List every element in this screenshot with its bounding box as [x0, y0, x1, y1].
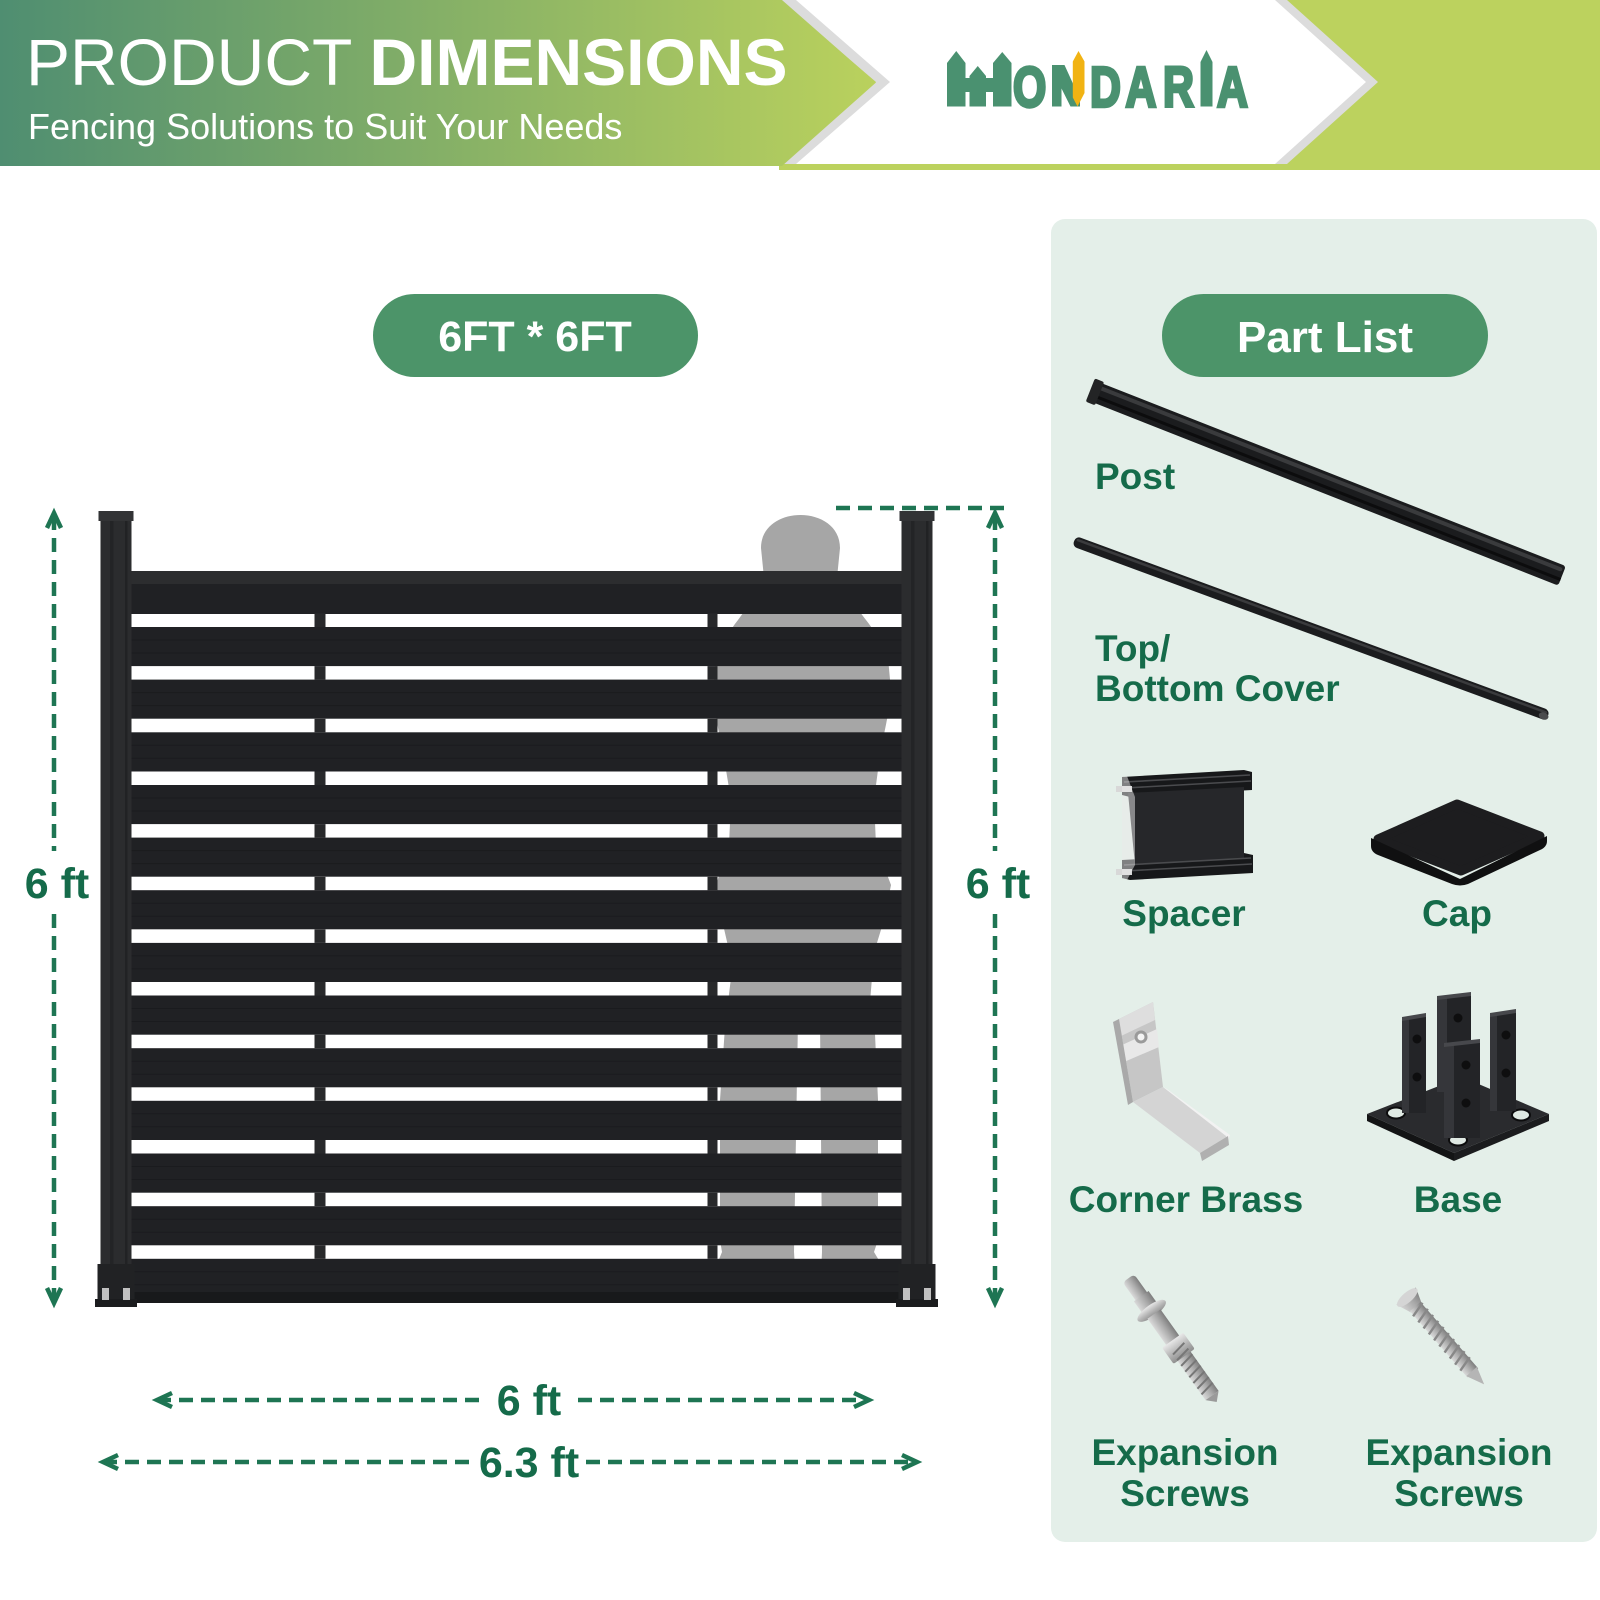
- svg-text:A: A: [1217, 54, 1248, 118]
- svg-text:Expansion: Expansion: [1365, 1432, 1552, 1473]
- svg-text:Corner Brass: Corner Brass: [1069, 1179, 1303, 1220]
- svg-text:Screws: Screws: [1394, 1473, 1524, 1514]
- svg-text:Top/: Top/: [1095, 628, 1170, 669]
- svg-text:6 ft: 6 ft: [25, 860, 90, 908]
- svg-text:PRODUCT DIMENSIONS: PRODUCT DIMENSIONS: [26, 25, 788, 99]
- svg-text:6 ft: 6 ft: [966, 860, 1031, 908]
- svg-text:Post: Post: [1095, 456, 1175, 497]
- svg-text:O: O: [1013, 54, 1046, 118]
- svg-text:Spacer: Spacer: [1122, 893, 1245, 934]
- svg-text:D: D: [1090, 54, 1121, 118]
- svg-text:R: R: [1163, 54, 1194, 118]
- svg-text:Expansion: Expansion: [1091, 1432, 1278, 1473]
- svg-text:Part List: Part List: [1237, 313, 1413, 362]
- svg-text:Fencing Solutions to Suit Your: Fencing Solutions to Suit Your Needs: [28, 106, 622, 147]
- svg-text:Bottom Cover: Bottom Cover: [1095, 668, 1340, 709]
- svg-text:6 ft: 6 ft: [497, 1377, 562, 1425]
- svg-text:6FT * 6FT: 6FT * 6FT: [438, 313, 632, 361]
- svg-text:6.3 ft: 6.3 ft: [479, 1439, 579, 1487]
- svg-text:Cap: Cap: [1422, 893, 1492, 934]
- svg-text:A: A: [1126, 54, 1157, 118]
- svg-text:Base: Base: [1414, 1179, 1502, 1220]
- svg-text:Screws: Screws: [1120, 1473, 1250, 1514]
